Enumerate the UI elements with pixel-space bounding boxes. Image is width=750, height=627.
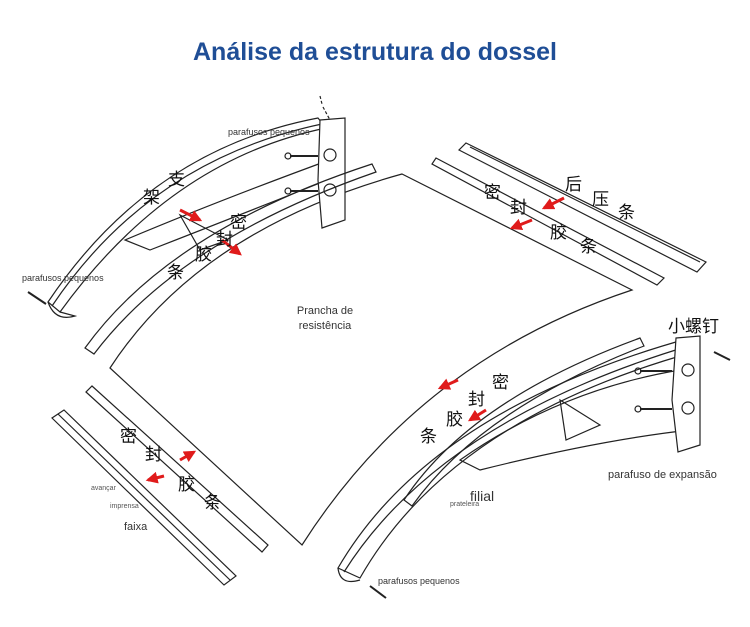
label-advance: avançar — [91, 485, 116, 492]
label-resistance-board: Prancha de resistência — [296, 305, 354, 332]
left-seal-strip — [84, 163, 377, 355]
arrow — [179, 450, 197, 462]
label-shelf: prateleira — [450, 501, 480, 508]
page-title: Análise da estrutura do dossel — [193, 38, 557, 66]
arrow — [145, 471, 165, 484]
label-expansion-screw: parafuso de expansão — [608, 469, 717, 481]
seal-char-3: 胶 — [195, 245, 212, 265]
rear-seal-char-2: 封 — [510, 198, 527, 218]
rear-seal-char-1: 密 — [484, 183, 501, 203]
front-seal-char-1: 密 — [120, 427, 137, 447]
label-small-screws-bottom: parafusos pequenos — [378, 576, 460, 586]
arrow — [437, 378, 459, 390]
right-seal-strip — [403, 337, 645, 507]
rear-seal-char-4: 条 — [580, 237, 597, 257]
right-seal-char-1: 密 — [492, 373, 509, 393]
seal-char-2: 封 — [216, 230, 233, 250]
rear-seal-char-3: 胶 — [550, 223, 567, 243]
label-branch: filial — [470, 488, 495, 504]
front-seal-char-3: 胶 — [178, 475, 195, 495]
label-rear-3: 条 — [618, 203, 635, 223]
label-small-screws-top: parafusos pequenos — [228, 127, 310, 137]
arrow — [221, 238, 242, 256]
right-seal-char-3: 胶 — [446, 410, 463, 430]
polycarbonate-board — [109, 173, 634, 546]
right-seal-char-4: 条 — [420, 427, 437, 447]
seal-char-4: 条 — [167, 263, 184, 283]
label-small-screw: 小螺钉 — [668, 317, 719, 337]
front-left-strip — [51, 409, 237, 586]
arrow — [467, 408, 487, 422]
arrow — [541, 196, 565, 210]
label-strip: faixa — [124, 521, 148, 533]
seal-char-1: 密 — [230, 213, 247, 233]
left-bracket — [47, 95, 346, 318]
label-rear-1: 后 — [565, 175, 582, 195]
back-press-strip — [457, 142, 707, 273]
arrow — [179, 208, 203, 222]
right-bracket — [337, 335, 731, 583]
front-seal-char-4: 条 — [204, 493, 221, 513]
label-bracket-1: 架 — [143, 188, 160, 208]
label-press: imprensa — [110, 503, 139, 510]
back-seal-strip — [431, 157, 666, 286]
label-rear-2: 压 — [592, 190, 609, 210]
right-seal-char-2: 封 — [468, 390, 485, 410]
arrow — [509, 218, 533, 231]
label-bracket-2: 支 — [168, 170, 185, 190]
label-small-screws-left: parafusos pequenos — [22, 273, 104, 283]
front-seal-char-2: 封 — [145, 445, 162, 465]
